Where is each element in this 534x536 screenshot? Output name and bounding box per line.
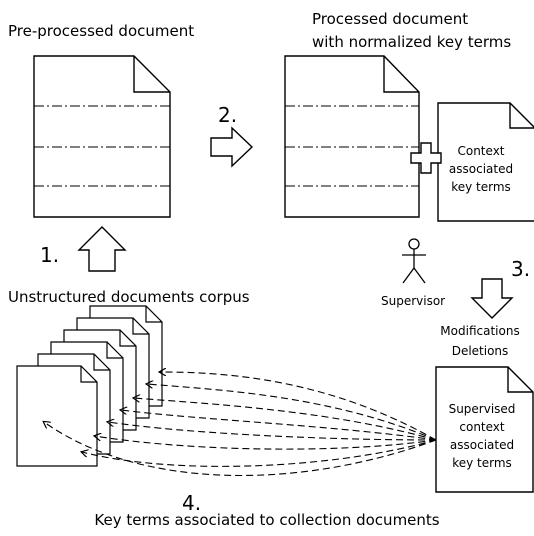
preprocessed-title: Pre-processed document: [8, 22, 194, 40]
association-arrow: [82, 439, 437, 467]
step-3-arrow-icon: [470, 278, 514, 319]
step-2-label: 2.: [218, 103, 237, 127]
modifications-label: Modifications: [440, 324, 519, 338]
step-1-label: 1.: [40, 243, 59, 267]
processed-title-line1: Processed document: [312, 10, 468, 28]
supervised-keyterms-document: [435, 366, 534, 493]
person-icon: [402, 238, 426, 284]
corpus-stack: [16, 305, 163, 467]
context-keyterms-document: [437, 102, 534, 222]
plus-icon: [410, 142, 442, 174]
association-arrow: [44, 422, 437, 477]
context-line1: Context: [457, 144, 504, 158]
association-arrow: [134, 398, 437, 441]
supervised-line4: key terms: [452, 456, 512, 470]
supervisor-label: Supervisor: [381, 294, 445, 308]
preprocessed-document: [33, 55, 171, 218]
processed-document: [284, 55, 420, 218]
context-line3: key terms: [451, 180, 511, 194]
step-4-label: 4.: [182, 491, 201, 515]
corpus-title: Unstructured documents corpus: [8, 288, 250, 306]
association-arrow: [147, 384, 437, 441]
processed-title-line2: with normalized key terms: [312, 33, 511, 51]
association-arrow: [95, 436, 437, 450]
supervised-line2: context: [459, 420, 505, 434]
step-3-label: 3.: [511, 257, 530, 281]
context-line2: associated: [449, 162, 513, 176]
step-1-arrow-icon: [77, 226, 127, 272]
step-2-arrow-icon: [210, 126, 254, 168]
supervised-line1: Supervised: [449, 402, 516, 416]
association-arrows: [44, 372, 437, 477]
bottom-caption: Key terms associated to collection docum…: [94, 511, 439, 529]
supervised-line3: associated: [450, 438, 514, 452]
association-arrow: [108, 422, 437, 441]
association-arrow: [121, 410, 437, 441]
association-arrow: [160, 372, 437, 441]
deletions-label: Deletions: [452, 344, 509, 358]
